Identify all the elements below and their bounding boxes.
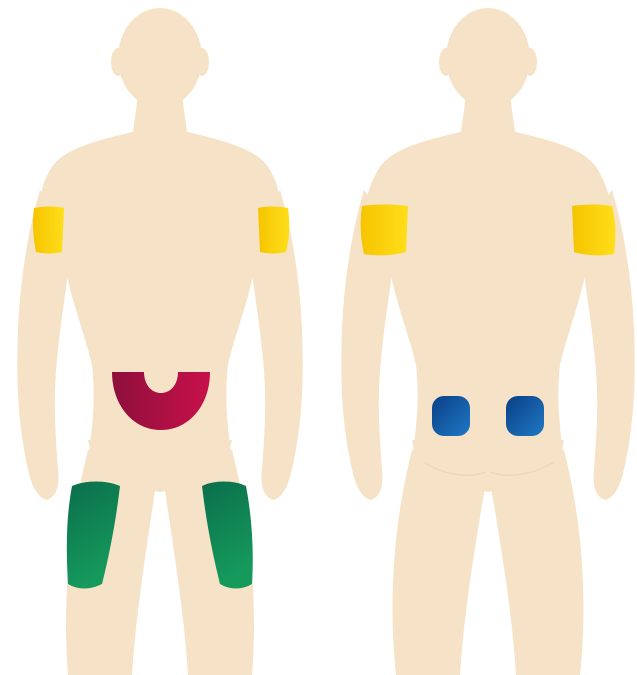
back-buttock-site-left <box>432 396 470 436</box>
back-figure <box>341 8 634 675</box>
back-buttock-site-right <box>506 396 544 436</box>
back-torso <box>364 132 613 460</box>
front-head <box>118 8 202 108</box>
front-upper-arm-site-left <box>33 207 64 254</box>
back-ear-left <box>439 48 453 76</box>
front-upper-arm-site-right <box>258 207 289 254</box>
front-ear-right <box>195 48 209 76</box>
back-upper-arm-site-right <box>572 205 615 256</box>
back-head <box>446 8 530 108</box>
front-figure <box>17 8 302 675</box>
back-ear-right <box>523 48 537 76</box>
front-ear-left <box>111 48 125 76</box>
back-upper-arm-site-left <box>361 205 408 256</box>
